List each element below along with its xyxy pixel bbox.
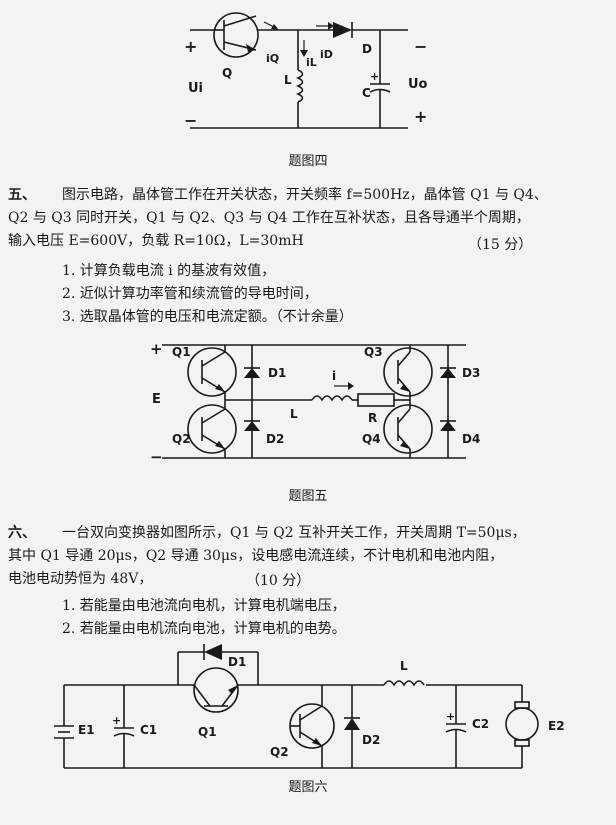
fig6-label-c1plus: + [112, 714, 121, 727]
fig6-label-c2plus: + [446, 710, 455, 723]
problem6-item-1: 1. 若能量由电池流向电机，计算电机端电压， [62, 598, 346, 614]
problem6-line1: 六、 一台双向变换器如图所示，Q1 与 Q2 互补开关工作，开关周期 T=50μs… [8, 522, 526, 545]
fig5-label-d2: D2 [266, 432, 284, 446]
fig4-label-q: Q [222, 66, 232, 80]
fig6-label-q2: Q2 [270, 745, 289, 759]
fig4-label-l: L [284, 73, 292, 87]
fig5-label-d1: D1 [268, 366, 286, 380]
problem6-number: 六、 [8, 525, 36, 541]
problem6-text-line2: 其中 Q1 导通 20μs，Q2 导通 30μs，设电感电流连续，不计电机和电池… [8, 548, 504, 564]
figure4-caption: 题图四 [288, 154, 328, 169]
figure4-circuit: + − Q iQ iL iD L D C + Ui Uo − + [184, 12, 428, 130]
fig4-label-id: iD [320, 48, 333, 61]
figure5-caption: 题图五 [288, 489, 328, 504]
fig4-label-c: C [362, 86, 371, 100]
fig5-label-q2: Q2 [172, 432, 191, 446]
fig5-label-r: R [368, 411, 377, 425]
fig4-label-d: D [362, 42, 372, 56]
problem6-text-line1: 一台双向变换器如图所示，Q1 与 Q2 互补开关工作，开关周期 T=50μs， [62, 525, 526, 541]
fig5-label-d3: D3 [462, 366, 480, 380]
fig5-label-d4: D4 [462, 432, 480, 446]
fig6-label-d2: D2 [362, 733, 380, 747]
fig5-label-q3: Q3 [364, 345, 383, 359]
fig5-plus: + [150, 340, 163, 358]
fig4-minus-left: − [184, 111, 197, 130]
fig6-label-e1: E1 [78, 723, 95, 737]
fig6-label-c2: C2 [472, 717, 489, 731]
problem5-text-line2: Q2 与 Q3 同时开关，Q1 与 Q2、Q3 与 Q4 工作在互补状态，且各导… [8, 210, 530, 226]
fig6-label-c1: C1 [140, 723, 157, 737]
fig4-label-ui: Ui [188, 81, 203, 96]
figure6-circuit: E1 C1 + Q1 D1 Q2 D2 L C2 + E2 [54, 644, 565, 769]
figure5-circuit: + − E Q1 Q2 Q3 Q4 D1 D2 D3 D4 i L R [150, 340, 480, 466]
problem5-number: 五、 [8, 187, 36, 203]
problem6-text-line3: 电池电动势恒为 48V， [8, 571, 153, 587]
fig5-label-l: L [290, 407, 298, 421]
fig5-label-q4: Q4 [362, 432, 381, 446]
fig6-label-q1: Q1 [198, 725, 217, 739]
problem6-item-2: 2. 若能量由电机流向电池，计算电机的电势。 [62, 621, 346, 637]
problem5-points: （15 分） [468, 237, 533, 253]
fig4-label-cplus: + [370, 70, 379, 83]
fig4-label-il: iL [306, 56, 317, 69]
fig4-label-iq: iQ [266, 52, 279, 65]
fig6-label-l: L [400, 659, 408, 673]
problem5-item-2: 2. 近似计算功率管和续流管的导电时间， [62, 286, 318, 302]
fig6-label-d1: D1 [228, 655, 246, 669]
fig5-minus: − [150, 448, 163, 466]
fig5-label-i: i [332, 369, 336, 383]
problem5-text-line1: 图示电路，晶体管工作在开关状态，开关频率 f=500Hz，晶体管 Q1 与 Q4… [62, 187, 548, 203]
problem5-item-3: 3. 选取晶体管的电压和电流定额。（不计余量） [62, 309, 353, 325]
fig5-label-e: E [152, 392, 161, 407]
fig4-label-uo: Uo [408, 77, 428, 92]
figure6-caption: 题图六 [288, 780, 328, 795]
problem5-line1: 五、 图示电路，晶体管工作在开关状态，开关频率 f=500Hz，晶体管 Q1 与 … [8, 184, 548, 207]
fig6-label-e2: E2 [548, 719, 565, 733]
fig4-plus-left: + [184, 37, 197, 56]
fig4-minus-right: − [414, 37, 427, 56]
problem5-text-line3: 输入电压 E=600V，负载 R=10Ω，L=30mH [8, 233, 304, 249]
problem5-item-1: 1. 计算负载电流 i 的基波有效值， [62, 263, 276, 279]
fig4-plus-right: + [414, 107, 427, 126]
fig5-label-q1: Q1 [172, 345, 191, 359]
problem6-points: （10 分） [246, 573, 311, 589]
